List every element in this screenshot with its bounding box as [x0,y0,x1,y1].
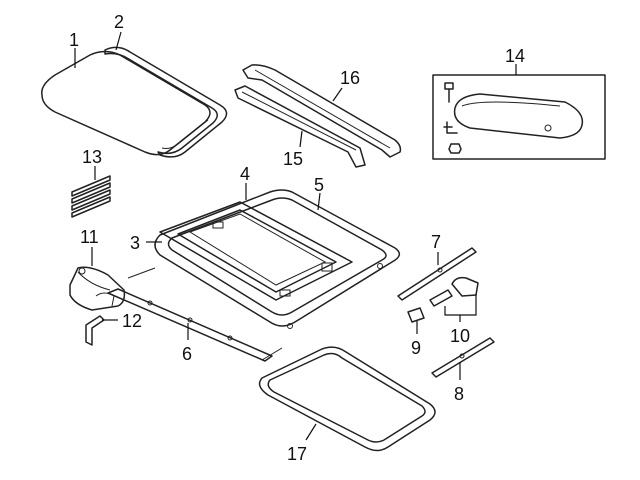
callout-14: 14 [505,46,525,66]
part-4-inner-frame[interactable] [159,201,353,301]
callout-17: 17 [287,444,307,464]
part-1-glass-panel[interactable] [41,50,211,156]
callout-9: 9 [411,338,421,358]
part-9-clip[interactable] [407,307,425,323]
callout-16: 16 [340,68,360,88]
leader-lines [74,31,517,441]
callout-6: 6 [182,344,192,364]
part-8-bracket[interactable] [431,337,495,378]
callout-11: 11 [80,227,99,247]
callout-3: 3 [130,233,140,253]
part-15-rear-rail[interactable] [234,85,366,168]
part-12-hose-clip[interactable] [85,315,105,346]
callout-13: 13 [82,147,102,167]
part-6-guide-rail[interactable] [107,267,283,362]
callout-4: 4 [240,164,250,184]
callout-7: 7 [431,232,441,252]
part-10-guide-blocks[interactable] [429,276,479,307]
part-14-motor-kit[interactable] [432,74,606,160]
callout-1: 1 [69,30,79,50]
part-17-weatherstrip[interactable] [258,346,436,452]
callout-8: 8 [454,384,464,404]
callout-15: 15 [283,149,303,169]
callout-2: 2 [114,12,124,32]
part-13-strips[interactable] [71,175,111,218]
callout-12: 12 [122,311,142,331]
callout-10: 10 [450,326,470,346]
part-11-motor-cover[interactable] [69,266,126,311]
part-5-outer-frame[interactable] [154,189,401,329]
part-2-glass-seal[interactable] [104,46,228,158]
callout-labels: 1 2 3 4 5 6 7 8 9 10 11 12 13 14 15 16 1… [69,12,525,464]
callout-5: 5 [314,175,324,195]
part-16-front-rail[interactable] [242,64,402,158]
part-7-cable[interactable] [397,247,477,301]
